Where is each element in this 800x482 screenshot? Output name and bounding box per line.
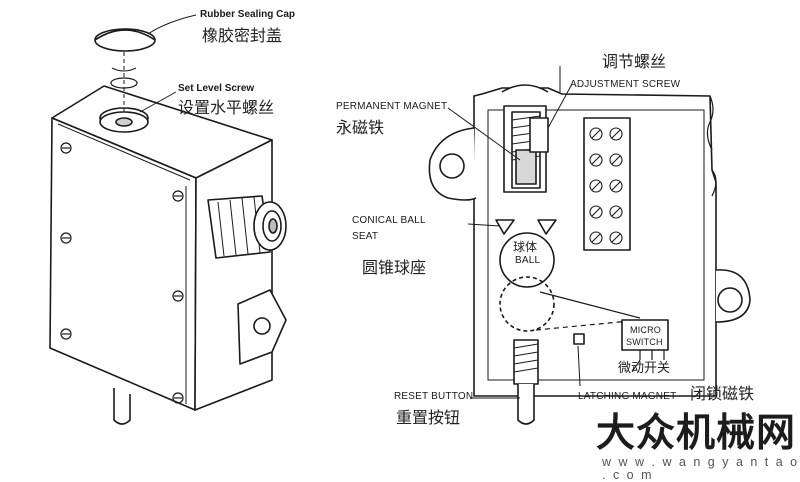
ball-label-cn: 球体: [513, 240, 538, 254]
ball-label-en: BALL: [515, 255, 541, 266]
cross-section: [428, 84, 751, 425]
adjustment-screw-label-cn: 调节螺丝: [602, 52, 667, 71]
conical-seat-label-en-1: CONICAL BALL: [352, 215, 426, 226]
micro-switch-label-cn: 微动开关: [618, 361, 671, 376]
micro-switch-label-1: MICRO: [630, 325, 661, 335]
isometric-housing: [49, 28, 287, 425]
set-level-screw-label-cn: 设置水平螺丝: [178, 98, 275, 117]
reset-button-label-en: RESET BUTTON: [394, 391, 474, 402]
reset-button-label-cn: 重置按钮: [396, 408, 461, 427]
micro-switch-label-2: SWITCH: [626, 337, 663, 347]
set-level-screw-label-en: Set Level Screw: [178, 83, 255, 94]
latching-magnet-label-en: LATCHING MAGNET: [578, 391, 677, 402]
rubber-cap-label-en: Rubber Sealing Cap: [200, 9, 296, 20]
conical-seat-label-en-2: SEAT: [352, 231, 379, 242]
permanent-magnet-label-cn: 永磁铁: [336, 118, 385, 137]
watermark-url: w w w . w a n g y a n t a o . c o m: [602, 455, 800, 482]
latching-magnet-label-cn: 闭锁磁铁: [690, 384, 755, 403]
adjustment-screw-label-en: ADJUSTMENT SCREW: [570, 79, 681, 90]
permanent-magnet-label-en: PERMANENT MAGNET: [336, 101, 448, 112]
rubber-cap-label-cn: 橡胶密封盖: [202, 26, 283, 45]
conical-seat-label-cn: 圆锥球座: [362, 258, 427, 277]
watermark-brand: 大众机械网: [596, 411, 797, 456]
